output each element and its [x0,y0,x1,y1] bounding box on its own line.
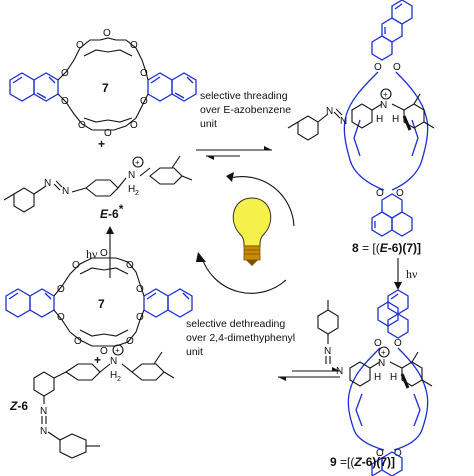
light-cycle [196,172,295,294]
oxygen-atom: O [126,336,134,347]
arrow-head [394,282,402,290]
oxygen-atom: O [393,62,401,73]
axle-e6: N N N + H 2 E-6* [3,155,193,221]
nitrogen-atom: N [326,106,333,117]
compound-8-label: 8 = [(E-6)(7)] [352,241,421,255]
compound-7-label-bottom: 7 [98,297,105,311]
oxygen-atom: O [78,120,86,131]
nitrogen-atom: N [324,346,331,357]
hv-label-left: hν [86,247,98,261]
axle-z6: N N N + H 2 Z-6 [9,344,175,459]
oxygen-atom: O [376,448,384,459]
oxygen-atom: O [76,40,84,51]
light-bulb-icon [232,197,272,266]
equilibrium-top [196,146,272,160]
charge-plus: + [135,158,140,167]
charge-plus: + [115,346,120,355]
charge-plus: + [381,348,386,357]
hydrogen-atom: H [374,372,381,383]
oxygen-atom: O [61,68,69,79]
oxygen-atom: O [130,120,138,131]
z6-label: Z-6 [9,399,28,413]
charge-plus: + [383,90,388,99]
crown-ether-bottom: O O O O O O O O O O 7 [5,248,193,357]
nitrogen-atom: N [40,426,47,437]
plus-sign-bottom: + [94,353,101,367]
hydrogen-atom: H [390,372,397,383]
threading-text-3: unit [200,118,217,130]
oxygen-atom: O [104,128,112,139]
nitrogen-atom: N [378,358,385,369]
oxygen-atom: O [396,188,404,199]
oxygen-atom: O [374,62,382,73]
hydrogen-atom: H [110,370,117,381]
oxygen-atom: O [374,338,382,349]
equilibrium-bottom [278,367,340,381]
hydrogen-atom: H [376,114,383,125]
nitrogen-atom: N [62,186,69,197]
oxygen-atom: O [61,96,69,107]
oxygen-atom: O [57,284,65,295]
oxygen-atom: O [140,68,148,79]
complex-8: O O N N + N H H O O 8 = [(E-6)(7)] [287,0,435,255]
oxygen-atom: O [130,40,138,51]
arrow-head [106,226,114,234]
oxygen-atom: O [74,336,82,347]
nitrogen-atom: N [110,356,117,367]
oxygen-atom: O [136,312,144,323]
plus-sign: + [98,137,105,151]
compound-9-label: 9 =[(Z-6)(7)] [330,455,395,469]
hydrogen-atom: H [128,184,135,195]
oxygen-atom: O [57,312,65,323]
oxygen-atom: O [394,448,402,459]
subscript-2: 2 [117,376,121,383]
oxygen-atom: O [72,260,80,271]
dethreading-text-2: over 2,4-dimethyphenyl [186,332,295,344]
hydrogen-atom: H [392,114,399,125]
nitrogen-atom: N [380,100,387,111]
nitrogen-atom: N [44,178,51,189]
oxygen-atom: O [376,188,384,199]
oxygen-atom: O [394,338,402,349]
oxygen-atom: O [136,284,144,295]
dethreading-text-1: selective dethreading [186,318,285,330]
nitrogen-atom: N [40,406,47,417]
e6-label: E-6* [100,202,124,221]
threading-text-1: selective threading [200,90,288,102]
dethreading-text-3: unit [186,346,203,358]
crown-ether-top: O O O O O O O O O O 7 [9,28,197,139]
nitrogen-atom: N [336,366,343,377]
nitrogen-atom: N [128,170,135,181]
compound-7-label: 7 [102,81,109,95]
subscript-2: 2 [135,190,139,197]
oxygen-atom: O [100,346,108,357]
oxygen-atom: O [140,96,148,107]
oxygen-atom: O [100,248,108,259]
oxygen-atom: O [126,260,134,271]
oxygen-atom: O [103,28,111,39]
nitrogen-atom: N [340,116,347,127]
hv-label-right: hν [406,267,418,281]
complex-9: O O N N + N H H O O 9 =[(Z-6)(7)] [317,289,433,476]
threading-text-2: over E-azobenzene [200,104,291,116]
